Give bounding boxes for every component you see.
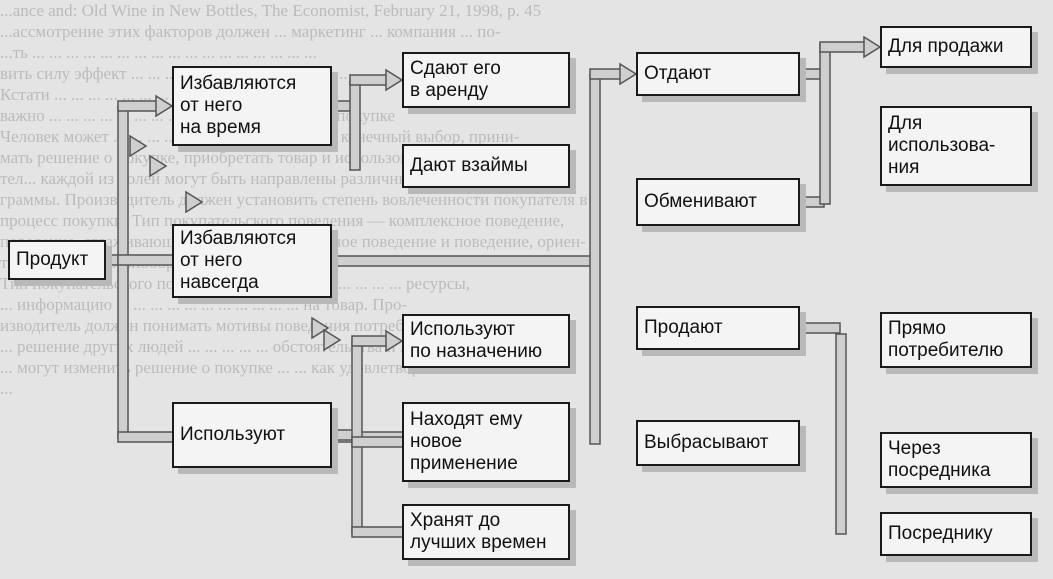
node-exchange: Обменивают xyxy=(636,178,800,226)
node-via-intermediary: Через посредника xyxy=(880,432,1032,488)
arrow-head xyxy=(155,94,174,118)
node-store: Хранят до лучших времен xyxy=(402,504,570,560)
node-rent-out: Сдают его в аренду xyxy=(402,52,570,108)
node-find-new-use: Находят ему новое применение xyxy=(402,402,570,482)
connector-shaft xyxy=(835,333,847,535)
node-use-as-intended: Используют по назначению xyxy=(402,314,570,368)
node-give-away: Отдают xyxy=(636,52,800,96)
arrow-head xyxy=(129,134,148,158)
node-product: Продукт xyxy=(8,240,106,280)
arrow-head xyxy=(149,154,168,178)
connector-shaft xyxy=(349,74,389,86)
node-for-sale: Для продажи xyxy=(880,26,1032,68)
connector-shaft xyxy=(819,41,867,53)
node-throw-away: Выбрасывают xyxy=(636,420,800,466)
node-lend: Дают взаймы xyxy=(402,144,570,188)
connector-shaft xyxy=(589,73,601,445)
connector-shaft xyxy=(589,68,623,80)
arrow-head xyxy=(185,190,204,214)
arrow-head xyxy=(385,329,404,353)
node-direct-to-consumer: Прямо потребителю xyxy=(880,312,1032,368)
node-dispose-permanently: Избавляются от него навсегда xyxy=(172,224,332,298)
connector-shaft xyxy=(117,100,159,112)
node-use: Используют xyxy=(172,402,332,468)
connector-shaft xyxy=(331,429,355,441)
arrow-head xyxy=(863,35,882,59)
arrow-head xyxy=(385,68,404,92)
node-for-use: Для использова- ния xyxy=(880,106,1032,186)
node-sell: Продают xyxy=(636,306,800,350)
node-dispose-temporarily: Избавляются от него на время xyxy=(172,66,332,146)
arrow-head xyxy=(311,316,330,340)
connector-shaft xyxy=(349,79,361,171)
node-to-intermediary: Посреднику xyxy=(880,512,1032,556)
connector-shaft xyxy=(351,335,389,347)
connector-shaft xyxy=(799,322,841,334)
connector-shaft xyxy=(117,105,129,439)
arrow-head xyxy=(619,62,638,86)
connector-shaft xyxy=(331,255,593,267)
arrow-head xyxy=(323,328,342,352)
connector-shaft xyxy=(819,43,831,205)
